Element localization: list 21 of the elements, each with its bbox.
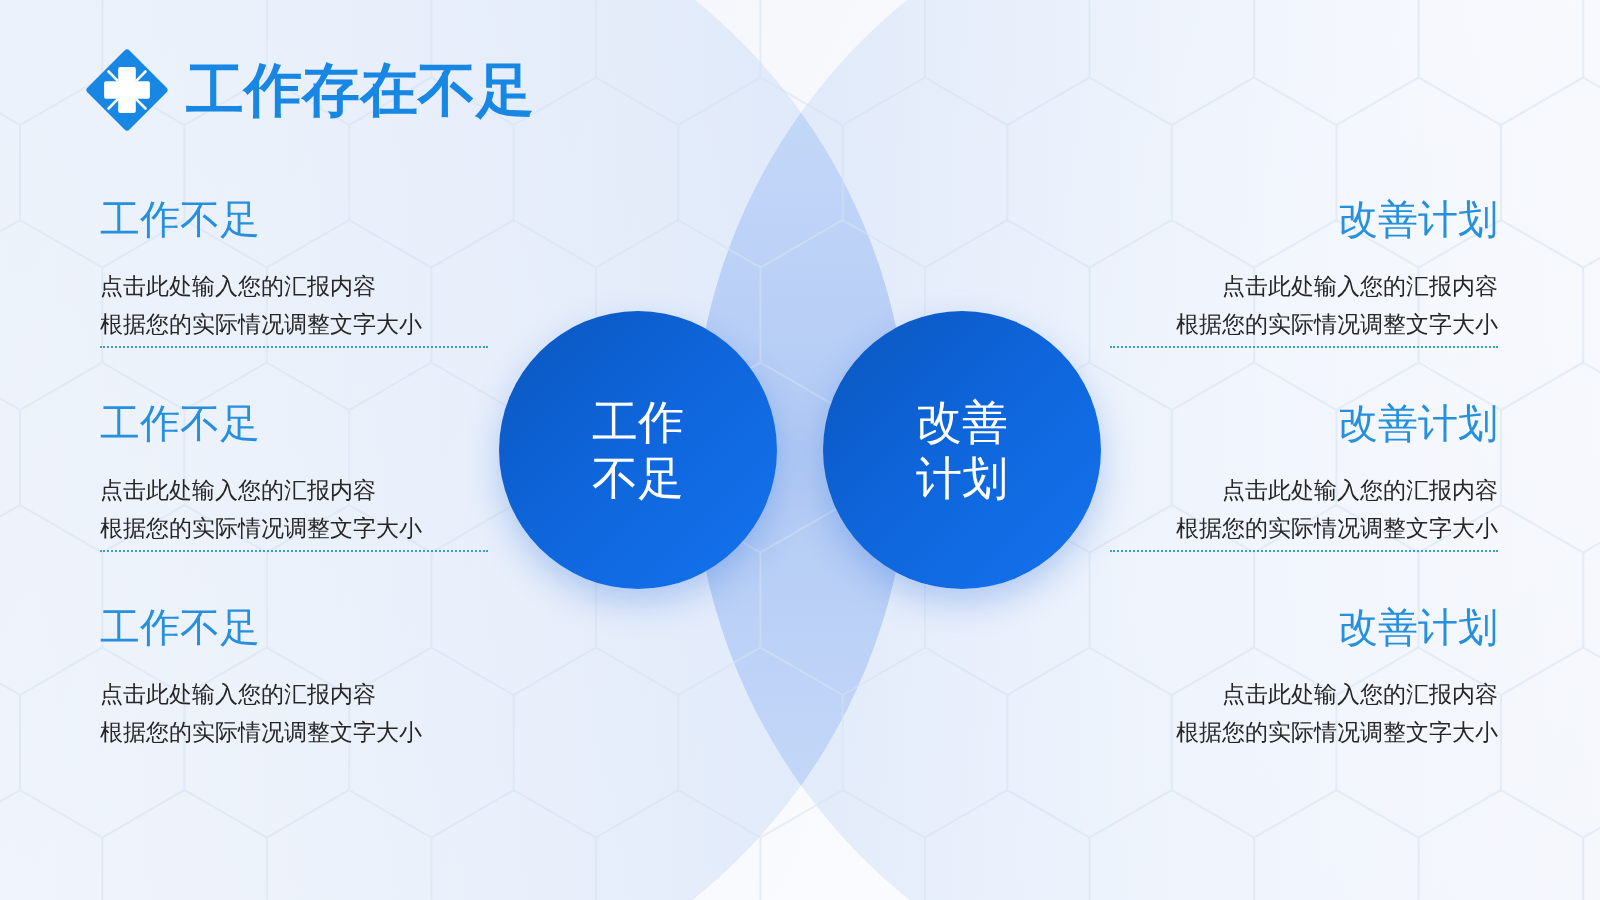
section-heading: 工作不足 xyxy=(100,196,260,242)
section-heading: 工作不足 xyxy=(100,604,260,650)
description-text: 点击此处输入您的汇报内容 xyxy=(1222,680,1498,709)
node-label: 工作不足 xyxy=(592,394,684,506)
section-heading: 改善计划 xyxy=(1338,400,1498,446)
section-heading: 工作不足 xyxy=(100,400,260,446)
description-text: 点击此处输入您的汇报内容 xyxy=(1222,272,1498,301)
description-text: 点击此处输入您的汇报内容 xyxy=(100,476,376,505)
description-text: 根据您的实际情况调整文字大小 xyxy=(100,310,422,339)
description-text: 点击此处输入您的汇报内容 xyxy=(100,272,376,301)
slide-title: 工作存在不足 xyxy=(186,57,534,123)
section-heading: 改善计划 xyxy=(1338,196,1498,242)
description-text: 根据您的实际情况调整文字大小 xyxy=(1176,514,1498,543)
section-heading: 改善计划 xyxy=(1338,604,1498,650)
description-text: 根据您的实际情况调整文字大小 xyxy=(1176,718,1498,747)
description-text: 点击此处输入您的汇报内容 xyxy=(100,680,376,709)
description-text: 根据您的实际情况调整文字大小 xyxy=(100,514,422,543)
description-text: 根据您的实际情况调整文字大小 xyxy=(100,718,422,747)
description-text: 点击此处输入您的汇报内容 xyxy=(1222,476,1498,505)
node-label: 改善计划 xyxy=(916,394,1008,506)
description-text: 根据您的实际情况调整文字大小 xyxy=(1176,310,1498,339)
